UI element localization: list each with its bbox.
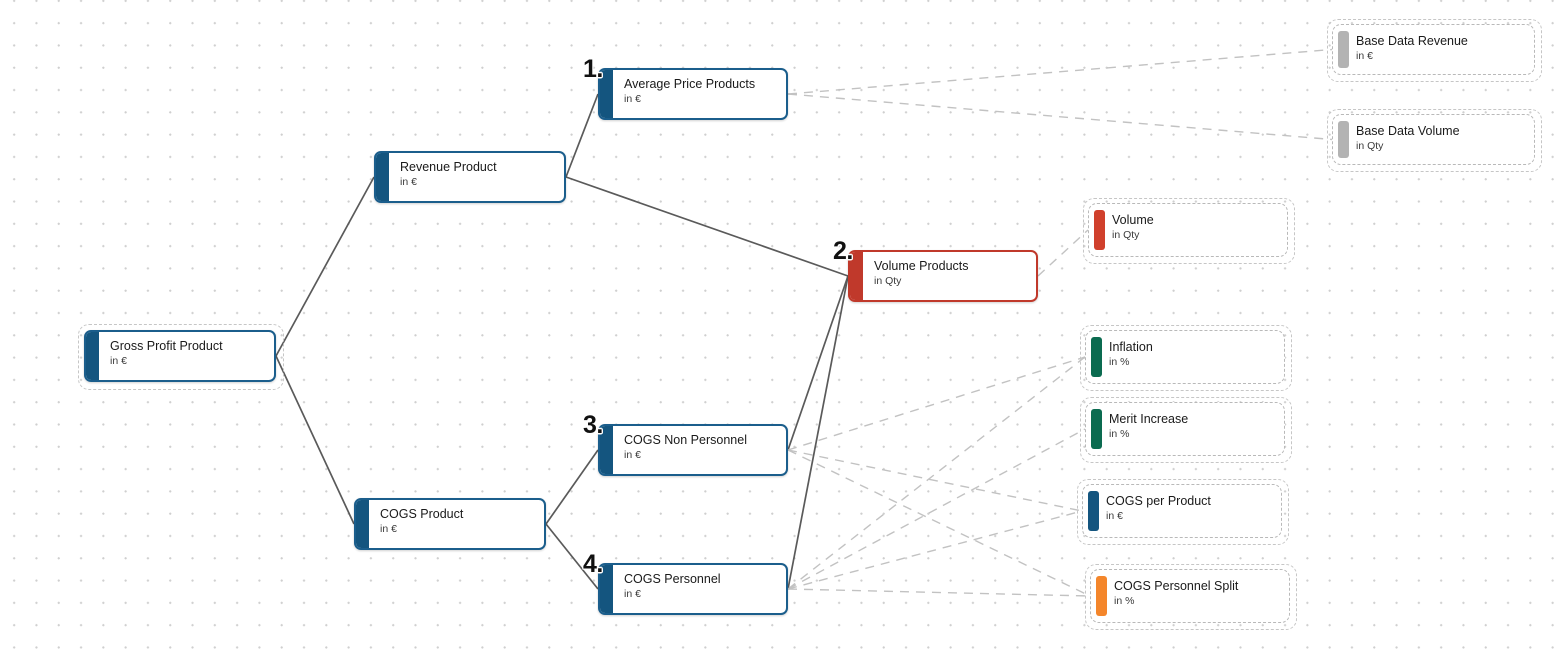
node-accent-bar-red xyxy=(850,252,863,300)
node-accent-bar-green xyxy=(1091,409,1102,449)
node-unit: in Qty xyxy=(874,275,902,287)
node-title: Merit Increase xyxy=(1109,412,1189,426)
edge-nonpers-to-cogsperproduct xyxy=(787,449,1083,512)
node-volume-products[interactable]: Volume Products in Qty xyxy=(848,250,1038,302)
edge-nonpers-to-inflation xyxy=(787,356,1086,451)
node-accent-bar-green xyxy=(1091,337,1102,377)
node-cogs-per-product[interactable]: COGS per Product in € xyxy=(1082,484,1282,538)
node-accent-bar-blue xyxy=(86,332,99,380)
edge-pers-to-cogsperproduct xyxy=(787,510,1083,590)
edge-nonpers-to-volumeprd xyxy=(787,275,849,451)
node-cogs-non-personnel[interactable]: COGS Non Personnel in € xyxy=(598,424,788,476)
node-base-data-volume[interactable]: Base Data Volume in Qty xyxy=(1332,114,1535,165)
node-base-data-revenue[interactable]: Base Data Revenue in € xyxy=(1332,24,1535,75)
node-accent-bar-grey xyxy=(1338,121,1349,158)
node-accent-bar-blue xyxy=(1088,491,1099,531)
node-accent-bar-blue xyxy=(356,500,369,548)
node-cogs-personnel[interactable]: COGS Personnel in € xyxy=(598,563,788,615)
step-number-badge: 2. xyxy=(833,237,853,265)
edge-avgprice-to-basedata-volume xyxy=(787,93,1333,141)
node-accent-bar-grey xyxy=(1338,31,1349,68)
node-unit: in € xyxy=(624,449,641,461)
node-merit-increase[interactable]: Merit Increase in % xyxy=(1085,402,1285,456)
edge-revenue-to-volumeprd xyxy=(565,176,849,277)
step-number-badge: 1. xyxy=(583,55,603,83)
node-title: Volume xyxy=(1112,213,1154,227)
node-title: Revenue Product xyxy=(400,160,497,174)
node-unit: in € xyxy=(110,355,127,367)
node-unit: in € xyxy=(1356,50,1373,62)
edge-pers-to-inflation xyxy=(787,356,1086,590)
edge-nonpers-to-cogspersonnelsplit xyxy=(787,449,1091,597)
node-title: COGS Personnel xyxy=(624,572,721,586)
node-title: Inflation xyxy=(1109,340,1153,354)
edge-pers-to-cogspersonnelsplit xyxy=(787,588,1091,597)
node-unit: in € xyxy=(624,588,641,600)
step-number-badge: 3. xyxy=(583,411,603,439)
node-accent-bar-blue xyxy=(600,565,613,613)
node-accent-bar-orange xyxy=(1096,576,1107,616)
node-unit: in Qty xyxy=(1112,229,1140,241)
node-unit: in % xyxy=(1109,428,1130,440)
node-title: Volume Products xyxy=(874,259,969,273)
node-cogs-product[interactable]: COGS Product in € xyxy=(354,498,546,550)
step-number-badge: 4. xyxy=(583,550,603,578)
node-unit: in Qty xyxy=(1356,140,1384,152)
node-accent-bar-blue xyxy=(376,153,389,201)
edge-pers-to-meritincrease xyxy=(787,428,1086,590)
node-revenue-product[interactable]: Revenue Product in € xyxy=(374,151,566,203)
edge-gp-to-revenue xyxy=(275,176,375,357)
node-title: COGS Personnel Split xyxy=(1114,579,1239,593)
node-inflation[interactable]: Inflation in % xyxy=(1085,330,1285,384)
edge-avgprice-to-basedata-revenue xyxy=(787,48,1333,95)
node-accent-bar-blue xyxy=(600,426,613,474)
edge-cogs-to-nonpersonnel xyxy=(545,449,599,525)
node-title: COGS Non Personnel xyxy=(624,433,747,447)
node-unit: in € xyxy=(1106,510,1123,522)
node-unit: in € xyxy=(380,523,397,535)
node-cogs-personnel-split[interactable]: COGS Personnel Split in % xyxy=(1090,569,1290,623)
node-title: Base Data Revenue xyxy=(1356,34,1468,48)
node-unit: in € xyxy=(624,93,641,105)
node-unit: in % xyxy=(1114,595,1135,607)
node-gross-profit-product[interactable]: Gross Profit Product in € xyxy=(84,330,276,382)
node-accent-bar-red xyxy=(1094,210,1105,250)
edge-revenue-to-avgprice xyxy=(565,93,599,178)
edge-volumeprd-to-volume xyxy=(1037,229,1089,277)
node-title: Base Data Volume xyxy=(1356,124,1460,138)
node-title: COGS per Product xyxy=(1106,494,1211,508)
node-accent-bar-blue xyxy=(600,70,613,118)
node-volume[interactable]: Volume in Qty xyxy=(1088,203,1288,257)
edge-gp-to-cogs xyxy=(275,355,355,525)
node-title: Gross Profit Product xyxy=(110,339,223,353)
node-title: COGS Product xyxy=(380,507,464,521)
node-title: Average Price Products xyxy=(624,77,756,91)
node-unit: in % xyxy=(1109,356,1130,368)
edge-pers-to-volumeprd xyxy=(787,275,849,590)
node-average-price-products[interactable]: Average Price Products in € xyxy=(598,68,788,120)
node-unit: in € xyxy=(400,176,417,188)
